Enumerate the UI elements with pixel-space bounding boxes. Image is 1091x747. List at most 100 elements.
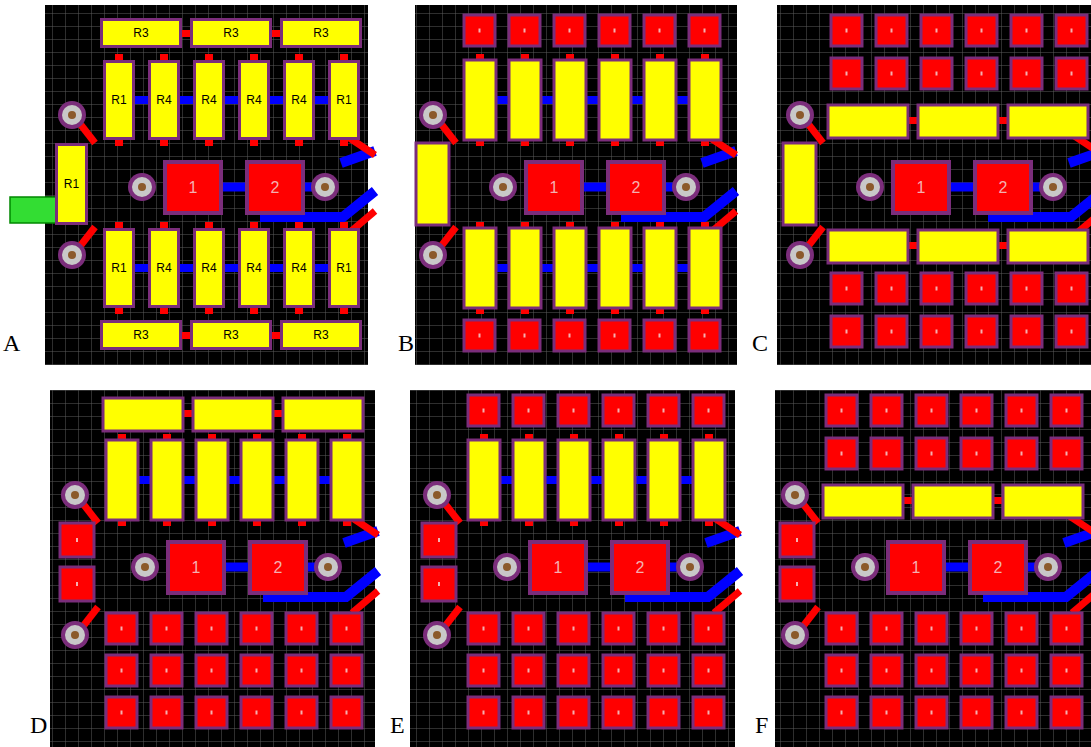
resistor-body [599,228,631,308]
pad-mark [1021,409,1023,413]
resistor-body [1008,230,1088,263]
via-pad [497,557,517,577]
resistor-body [689,228,721,308]
smd-pad [876,316,907,347]
part-name: R1 [64,177,79,191]
smd-pad [554,15,585,46]
trace-stub [183,476,196,484]
smd-pad [916,613,947,644]
copper-trace [588,563,610,572]
via-ring [1039,173,1067,201]
pad-link [115,308,123,314]
pad-mark [211,669,213,673]
via-pad [62,105,82,125]
part-name: R4 [291,93,306,107]
smd-pad [106,613,137,644]
trace-stub [315,264,328,272]
panel-letter: B [398,330,414,357]
pad-mark [1021,669,1023,673]
pad-mark [528,409,530,413]
trace-stub [586,96,599,104]
pad-mark [618,627,620,631]
trace-stub [225,264,238,272]
smd-pad [966,15,997,46]
pad-link [340,308,348,314]
via-ring [58,241,86,269]
resistor-body: R4 [148,228,180,308]
smd-pad [1051,655,1082,686]
smd-pad [693,697,724,728]
resistor-body: R4 [238,60,270,140]
pad-mark [346,627,348,631]
panel-letter: D [30,712,47,739]
pad-link [272,332,280,339]
pad-mark [708,409,710,413]
pad-mark [659,334,661,338]
via-ring [1034,553,1062,581]
via-hole [791,491,799,499]
pad-mark [931,669,933,673]
copper-trace [1069,151,1091,163]
smd-pad [513,655,544,686]
via-pad [318,557,338,577]
copper-trace [84,607,98,625]
resistor-body: R1 [328,228,360,308]
via-hole [429,251,437,259]
pad-mark [796,582,798,586]
pad-mark [1021,452,1023,456]
smd-pad [916,438,947,469]
copper-trace [446,505,460,523]
trace-stub [180,264,193,272]
copper-trace [714,591,740,613]
resistor-body: R4 [238,228,270,308]
component-pad: 2 [973,160,1033,215]
via-pad [423,105,443,125]
pad-mark [663,711,665,715]
resistor-body: R3 [190,18,272,48]
via-hole [499,183,507,191]
via-hole [682,183,690,191]
via-hole [866,183,874,191]
pad-mark [931,627,933,631]
smd-pad [644,320,675,351]
via-ring [419,101,447,129]
smd-pad [961,395,992,426]
smd-pad [1011,273,1042,304]
pad-mark [886,711,888,715]
pad-mark [614,334,616,338]
via-ring [672,173,700,201]
smd-pad [689,320,720,351]
pad-mark [704,29,706,33]
resistor-body: R4 [193,228,225,308]
pad-mark [846,330,848,334]
resistor-body [1003,485,1083,518]
smd-pad [648,613,679,644]
smd-pad [916,697,947,728]
via-ring [781,621,809,649]
pad-mark [346,669,348,673]
copper-trace [951,183,973,192]
via-pad [493,177,513,197]
smd-pad [1056,58,1087,89]
smd-pad [780,523,814,557]
trace-stub [541,96,554,104]
trace-stub [225,96,238,104]
via-hole [686,563,694,571]
via-hole [71,631,79,639]
pad-mark [976,669,978,673]
pad-mark [256,627,258,631]
smd-pad [151,613,182,644]
pad-mark [1026,72,1028,76]
smd-pad [106,655,137,686]
component-pad: 2 [606,160,666,215]
pad-link [205,140,213,146]
smd-pad [921,58,952,89]
board-ground [45,5,368,365]
via-hole [429,111,437,119]
pad-mark [524,334,526,338]
pad-mark [931,711,933,715]
resistor-body: R1 [103,60,135,140]
part-name: R1 [336,261,351,275]
pin-number: 1 [189,179,198,197]
part-name: R4 [246,261,261,275]
